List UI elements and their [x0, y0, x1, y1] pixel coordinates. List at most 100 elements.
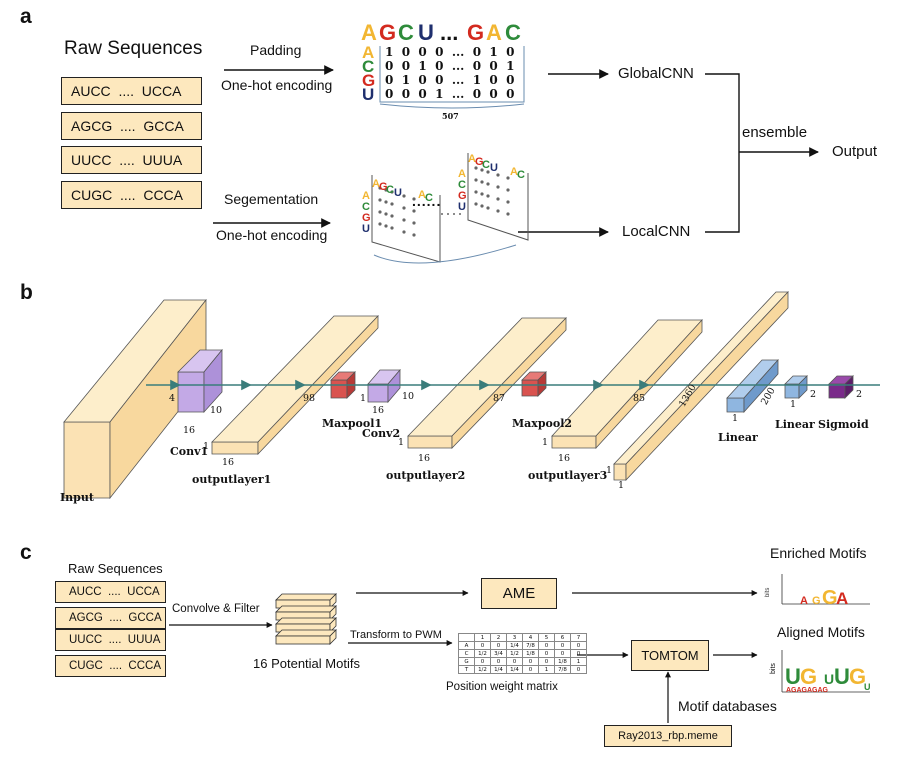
dim-conv2-16: 16 [372, 405, 385, 416]
pwm-cell: 7/8 [522, 641, 539, 650]
local-cnn-label: LocalCNN [622, 223, 691, 240]
padding-label: Padding [250, 42, 302, 58]
pwm-cell: T [458, 665, 475, 674]
svg-text:G: G [379, 181, 388, 193]
pwm-cell: 4 [522, 633, 539, 642]
pwm-cell: 0 [570, 665, 587, 674]
svg-text:A: A [362, 190, 370, 202]
panel-label-a: a [20, 5, 32, 28]
c-sequence-box-2: AGCG .... GCCA [55, 607, 166, 629]
matrix-row-2: 0 0 1 0 ... 0 0 1 [385, 59, 515, 73]
dim-flatten-1a: 1 [606, 465, 613, 476]
svg-text:C: C [362, 201, 370, 213]
matrix-header-g: G [379, 20, 397, 45]
pwm-cell: 0 [506, 657, 523, 666]
svg-text:G: G [458, 190, 467, 202]
sequence-box-4: CUGC .... CCCA [61, 181, 202, 209]
matrix-header-c2: C [505, 20, 521, 45]
enriched-bits: bits [765, 588, 771, 597]
panel-c-arrows [169, 590, 758, 723]
svg-text:U: U [824, 671, 834, 687]
tomtom-box: TOMTOM [631, 640, 709, 671]
matrix-row-4: 0 0 0 1 ... 0 0 0 [385, 87, 515, 101]
svg-text:A: A [510, 166, 518, 178]
cnn-blocks [63, 290, 854, 500]
matrix-header-a2: A [486, 20, 502, 45]
outputlayer3-label: outputlayer3 [528, 469, 608, 482]
sequence-box-2: AGCG .... GCCA [61, 112, 202, 140]
svg-text:A: A [836, 589, 848, 608]
dim-conv2-10: 10 [402, 391, 415, 402]
pwm-cell: 1/2 [474, 649, 491, 658]
svg-text:U: U [394, 187, 402, 199]
matrix-header-u: U [418, 20, 434, 45]
pwm-cell: 0 [538, 649, 555, 658]
enriched-motifs-label: Enriched Motifs [770, 545, 867, 561]
pwm-cell: 0 [570, 649, 587, 658]
svg-text:A: A [372, 178, 380, 190]
svg-text:C: C [425, 192, 433, 204]
dim-out1-1: 1 [203, 441, 210, 452]
maxpool2-label: Maxpool2 [512, 417, 573, 430]
svg-text:G: G [812, 595, 821, 607]
aligned-bits-label: bits [770, 663, 777, 674]
pwm-cell: 7 [570, 633, 587, 642]
pwm-cell: 1 [570, 657, 587, 666]
motif-databases-label: Motif databases [678, 698, 777, 714]
pwm-cell: 0 [554, 641, 571, 650]
c-sequence-box-1: AUCC .... UCCA [55, 581, 166, 603]
dim-out3-16: 16 [558, 453, 571, 464]
svg-text:U: U [490, 162, 498, 174]
enriched-motif-logo: A G G A bits [765, 574, 870, 609]
dim-sigmoid-2: 2 [856, 389, 863, 400]
matrix-row-1: 1 0 0 0 ... 0 1 0 [385, 45, 515, 59]
svg-text:A: A [468, 153, 476, 165]
sequence-box-1: AUCC .... UCCA [61, 77, 202, 105]
svg-text:C: C [482, 159, 490, 171]
pwm-cell: 0 [490, 657, 507, 666]
ame-box: AME [481, 578, 557, 609]
svg-text:U: U [864, 682, 871, 692]
ensemble-label: ensemble [742, 124, 808, 141]
pwm-cell: 0 [522, 657, 539, 666]
pwm-cell: 0 [490, 641, 507, 650]
svg-text:G: G [475, 156, 484, 168]
segment-ellipsis: ...... [412, 193, 442, 209]
dim-conv1-4: 4 [169, 393, 176, 404]
pwm-cell: 7/8 [554, 665, 571, 674]
dim-out2-16: 16 [418, 453, 431, 464]
pwm-cell: 1/2 [474, 665, 491, 674]
sigmoid-label: Sigmoid [818, 418, 869, 431]
c-sequence-box-4: CUGC .... CCCA [55, 655, 166, 677]
input-label: Input [60, 491, 94, 504]
pwm-cell: G [458, 657, 475, 666]
svg-text:G: G [362, 212, 371, 224]
svg-text:A: A [458, 168, 466, 180]
linear2-label: Linear [775, 418, 815, 431]
svg-text:C: C [458, 179, 466, 191]
matrix-row-3: 0 1 0 0 ... 1 0 0 [385, 73, 515, 87]
matrix-row-letter-u: U [362, 85, 375, 104]
svg-text:AGAGAGAG: AGAGAGAG [786, 687, 829, 694]
c-sequence-box-3: UUCC .... UUUA [55, 629, 166, 651]
matrix-row-letter-a: A [362, 43, 375, 62]
pwm-cell: 1/8 [554, 657, 571, 666]
outputlayer2-label: outputlayer2 [386, 469, 466, 482]
aligned-motifs-label: Aligned Motifs [777, 624, 865, 640]
dim-linear-1: 1 [732, 413, 739, 424]
svg-text:C: C [517, 169, 525, 181]
filter-stack [275, 593, 337, 645]
dim-linear2-2: 2 [810, 389, 817, 400]
database-file-box: Ray2013_rbp.meme [604, 725, 732, 747]
pwm-cell: 1/4 [506, 665, 523, 674]
dim-conv2-1: 1 [360, 393, 367, 404]
panel-label-c: c [20, 541, 32, 564]
segmentation-label: Segementation [224, 191, 319, 207]
pwm-cell: 1/8 [522, 649, 539, 658]
pwm-cell: 0 [554, 649, 571, 658]
pwm-cell: 0 [538, 657, 555, 666]
